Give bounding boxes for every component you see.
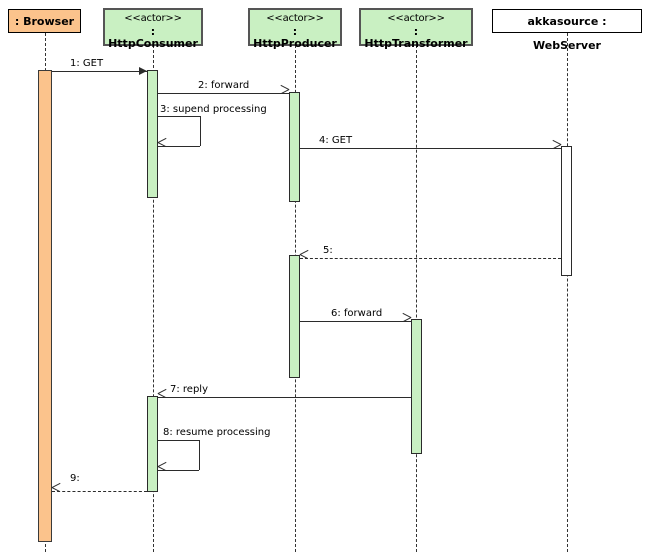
- activation-bar-httpconsumer: [147, 70, 158, 198]
- message-3-segment-bottom: [158, 146, 200, 147]
- message-4-arrowhead: [552, 144, 561, 153]
- lifeline-httpconsumer: [153, 45, 154, 552]
- activation-bar-httptransformer: [411, 319, 422, 454]
- message-4-label: 4: GET: [319, 135, 353, 146]
- lifeline-webserver: [567, 33, 568, 552]
- participant-httptransformer-stereotype: <<actor>>: [387, 13, 445, 24]
- message-3-arrowhead: [158, 142, 167, 151]
- message-5-line: [300, 258, 561, 259]
- participant-httpconsumer-stereotype: <<actor>>: [124, 13, 182, 24]
- participant-browser-name: : Browser: [14, 15, 75, 28]
- message-6-line: [300, 321, 411, 322]
- message-8-segment-bottom: [158, 470, 199, 471]
- message-5-label: 5:: [323, 245, 333, 256]
- participant-httpconsumer-name: : HttpConsumer: [108, 24, 198, 51]
- message-7-label: 7: reply: [170, 384, 208, 395]
- participant-httpproducer[interactable]: <<actor>>: HttpProducer: [249, 9, 341, 50]
- participant-httpproducer-name: : HttpProducer: [253, 24, 337, 51]
- activation-bar-httpproducer: [289, 255, 300, 378]
- message-5-arrowhead: [300, 254, 309, 263]
- participant-httpproducer-stereotype: <<actor>>: [266, 13, 324, 24]
- activation-bar-webserver: [561, 146, 572, 276]
- message-8-label: 8: resume processing: [163, 427, 271, 438]
- message-9-label: 9:: [70, 473, 80, 484]
- message-9-line: [52, 491, 147, 492]
- message-9-arrowhead: [52, 487, 61, 496]
- message-8-segment-top: [158, 440, 199, 441]
- message-2-arrowhead: [280, 89, 289, 98]
- message-4-line: [300, 148, 561, 149]
- participant-browser[interactable]: : Browser: [8, 9, 81, 33]
- participant-webserver[interactable]: akkasource : WebServer: [492, 9, 642, 52]
- message-2-line: [158, 93, 289, 94]
- message-8-segment-right: [199, 440, 200, 470]
- participant-webserver-name: akkasource : WebServer: [527, 15, 607, 52]
- activation-bar-browser: [38, 70, 52, 542]
- participant-httptransformer-name: : HttpTransformer: [364, 24, 468, 51]
- message-1-arrowhead: [139, 67, 147, 75]
- message-6-label: 6: forward: [331, 308, 383, 319]
- lifeline-httptransformer: [416, 45, 417, 552]
- message-6-arrowhead: [402, 317, 411, 326]
- message-8-arrowhead: [158, 466, 167, 475]
- message-7-line: [158, 397, 411, 398]
- message-7-arrowhead: [158, 393, 167, 402]
- message-3-label: 3: supend processing: [160, 104, 267, 115]
- message-1-line: [52, 71, 147, 72]
- participant-httptransformer[interactable]: <<actor>>: HttpTransformer: [360, 9, 472, 50]
- activation-bar-httpconsumer: [147, 396, 158, 492]
- activation-bar-httpproducer: [289, 92, 300, 202]
- message-3-segment-top: [158, 116, 200, 117]
- message-3-segment-right: [200, 116, 201, 146]
- participant-httpconsumer[interactable]: <<actor>>: HttpConsumer: [104, 9, 202, 50]
- message-2-label: 2: forward: [198, 80, 250, 91]
- message-1-label: 1: GET: [70, 58, 104, 69]
